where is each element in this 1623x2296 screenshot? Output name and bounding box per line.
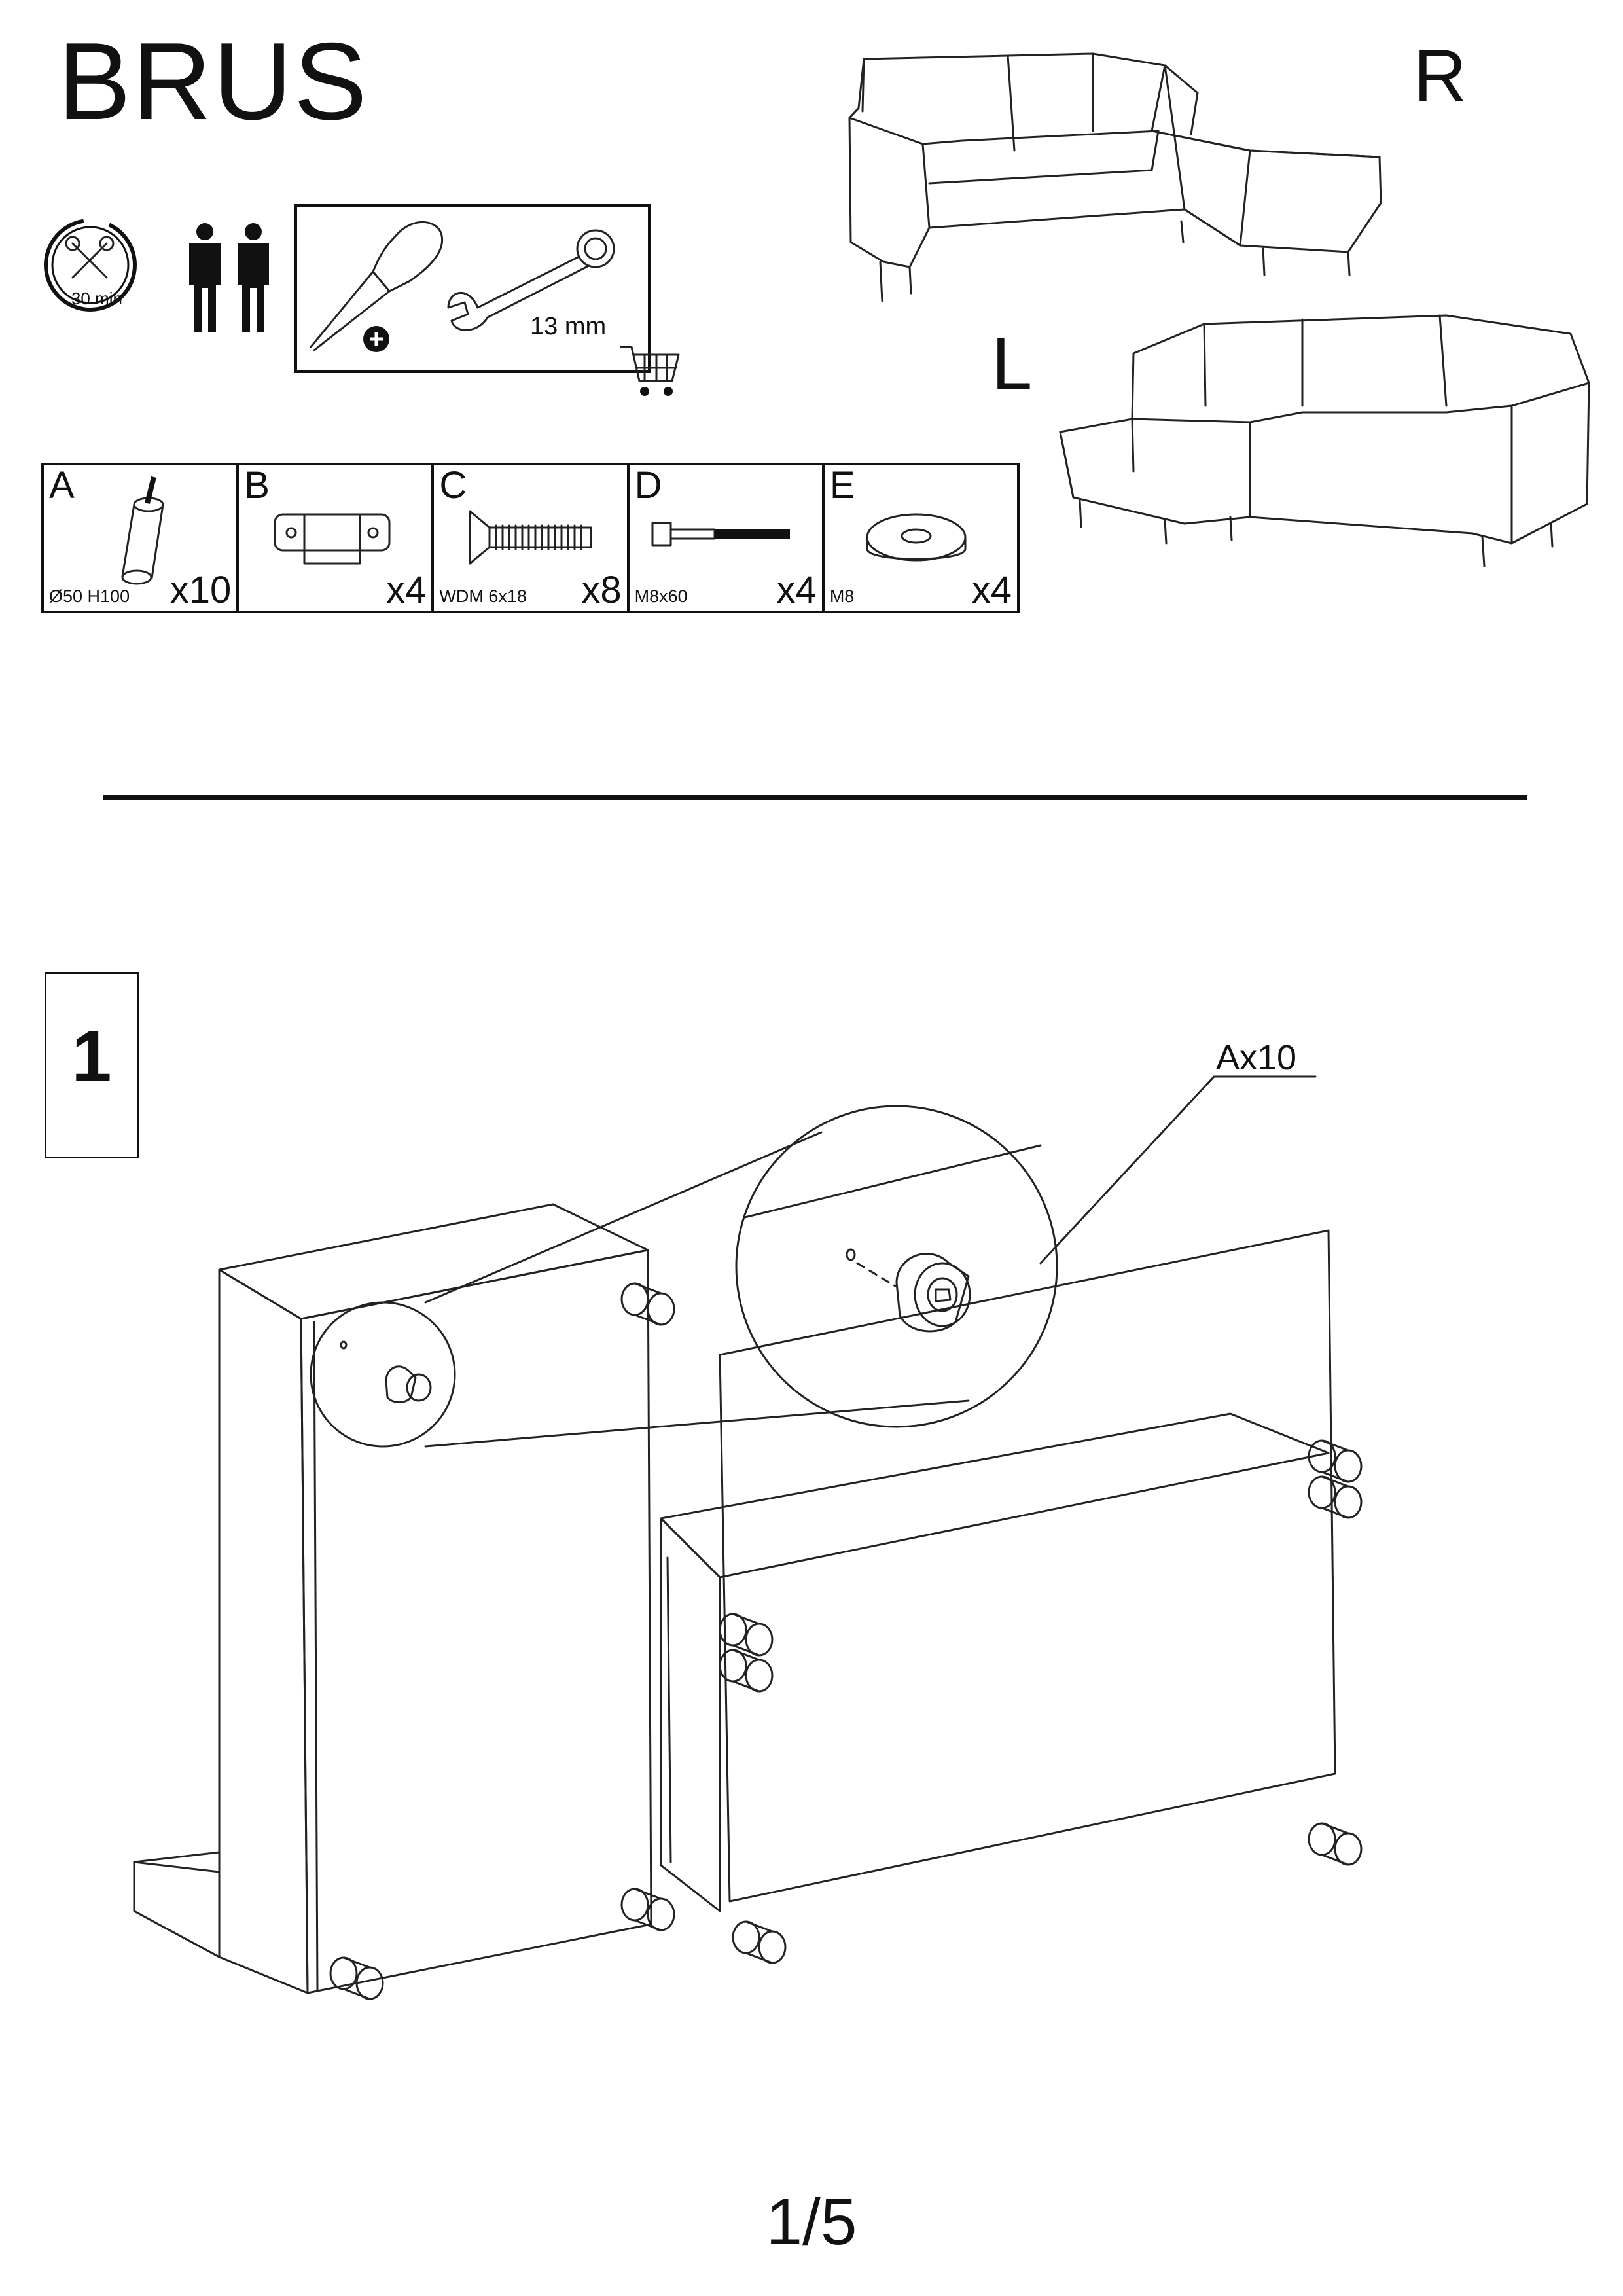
- part-letter: C: [439, 464, 467, 507]
- part-cell-c: C WDM 6x18 x8: [434, 464, 630, 611]
- step-number: 1: [71, 1016, 112, 1097]
- step-number-box: [45, 972, 139, 1158]
- callout-label: Ax10: [1216, 1038, 1297, 1077]
- sofa-left-illustration: [1059, 314, 1590, 567]
- clock-tools-icon: [44, 219, 137, 312]
- two-persons-icon: [189, 223, 269, 332]
- part-spec: Ø50 H100: [49, 586, 130, 606]
- bolt-icon: [651, 522, 790, 547]
- part-letter: E: [829, 464, 855, 507]
- part-quantity: x4: [386, 569, 427, 611]
- part-quantity: x4: [971, 569, 1012, 611]
- part-quantity: x4: [776, 569, 817, 611]
- washer-icon: [866, 513, 967, 562]
- section-divider: [103, 795, 1527, 800]
- part-spec: M8: [829, 586, 855, 606]
- countersunk-screw-icon: [469, 510, 592, 565]
- variant-left-label: L: [991, 323, 1033, 404]
- connector-bracket-icon: [274, 513, 391, 565]
- part-cell-a: A Ø50 H100 x10: [44, 464, 240, 611]
- parts-table: A Ø50 H100 x10 B x4 C WDM 6x18 x8: [41, 463, 1020, 613]
- sofa-right-illustration: [848, 52, 1382, 302]
- product-title: BRUS: [58, 20, 368, 143]
- wrench-size-label: 13 mm: [530, 313, 607, 340]
- phillips-screwdriver-icon: [310, 221, 444, 352]
- variant-right-label: R: [1414, 35, 1467, 117]
- step-1-illustration: [133, 1075, 1363, 2000]
- assembly-time: 30 min: [71, 289, 123, 308]
- part-spec: M8x60: [634, 586, 688, 606]
- page-number: 1/5: [766, 2185, 857, 2259]
- sofa-leg-icon: [121, 476, 164, 585]
- part-cell-b: B x4: [239, 464, 435, 611]
- wrench-icon: [447, 229, 615, 331]
- shopping-cart-icon: [620, 346, 680, 396]
- part-cell-e: E M8 x4: [825, 465, 1017, 611]
- part-spec: WDM 6x18: [439, 586, 527, 606]
- part-cell-d: D M8x60 x4: [630, 465, 825, 611]
- part-quantity: x10: [169, 569, 232, 611]
- part-quantity: x8: [581, 569, 622, 611]
- part-letter: D: [634, 464, 662, 507]
- tools-panel: [294, 204, 651, 373]
- part-letter: B: [244, 464, 270, 507]
- part-letter: A: [49, 464, 75, 507]
